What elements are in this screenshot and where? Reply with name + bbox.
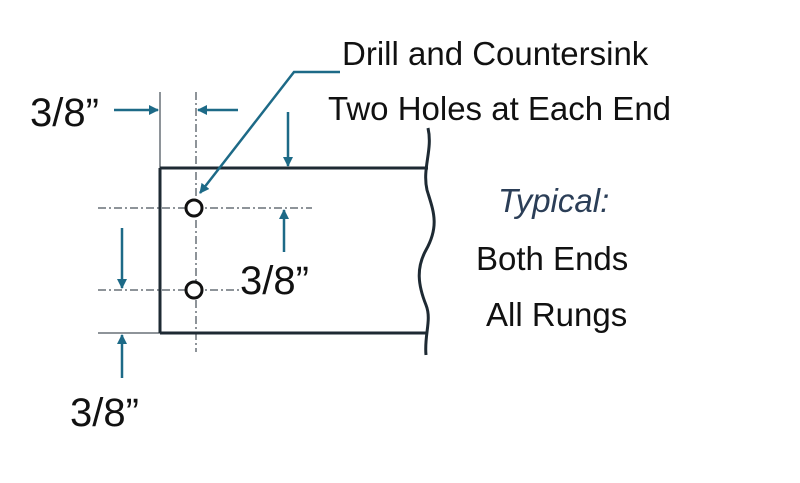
- lower-hole: [184, 280, 204, 300]
- typical-note-line-2: All Rungs: [486, 296, 627, 333]
- upper-hole: [184, 198, 204, 218]
- typical-note-line-1: Both Ends: [476, 240, 628, 277]
- centerlines: [98, 92, 312, 352]
- callout-line-2: Two Holes at Each End: [328, 90, 671, 127]
- dim-label-hole-spacing: 3/8”: [240, 259, 309, 303]
- rung-outline: [158, 127, 436, 356]
- dim-label-edge-to-hole-horizontal: 3/8”: [30, 91, 99, 135]
- break-line: [417, 127, 436, 356]
- callout-line-1: Drill and Countersink: [342, 35, 649, 72]
- dim-label-edge-to-hole-vertical: 3/8”: [70, 391, 139, 435]
- typical-note-heading: Typical:: [498, 182, 609, 219]
- callout-leader-arrow: [199, 70, 340, 194]
